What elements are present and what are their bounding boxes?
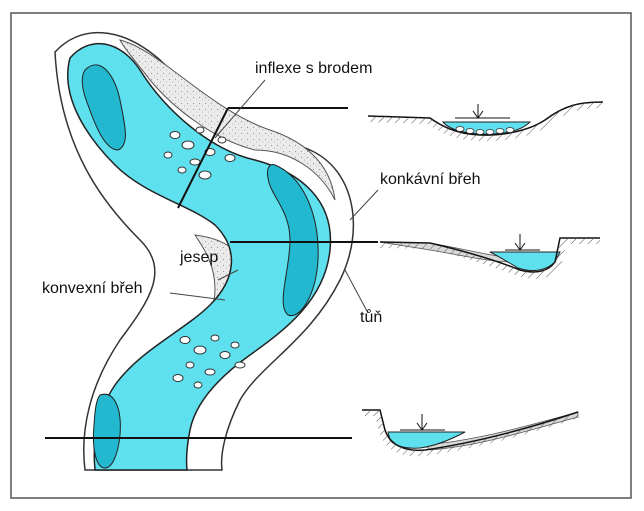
label-pool: tůň xyxy=(360,308,382,326)
label-riffle: inflexe s brodem xyxy=(255,60,372,77)
label-concave-bank: konkávní břeh xyxy=(380,171,481,188)
label-convex-bank: konvexní břeh xyxy=(42,280,143,297)
label-point-bar: jesep xyxy=(179,249,218,266)
